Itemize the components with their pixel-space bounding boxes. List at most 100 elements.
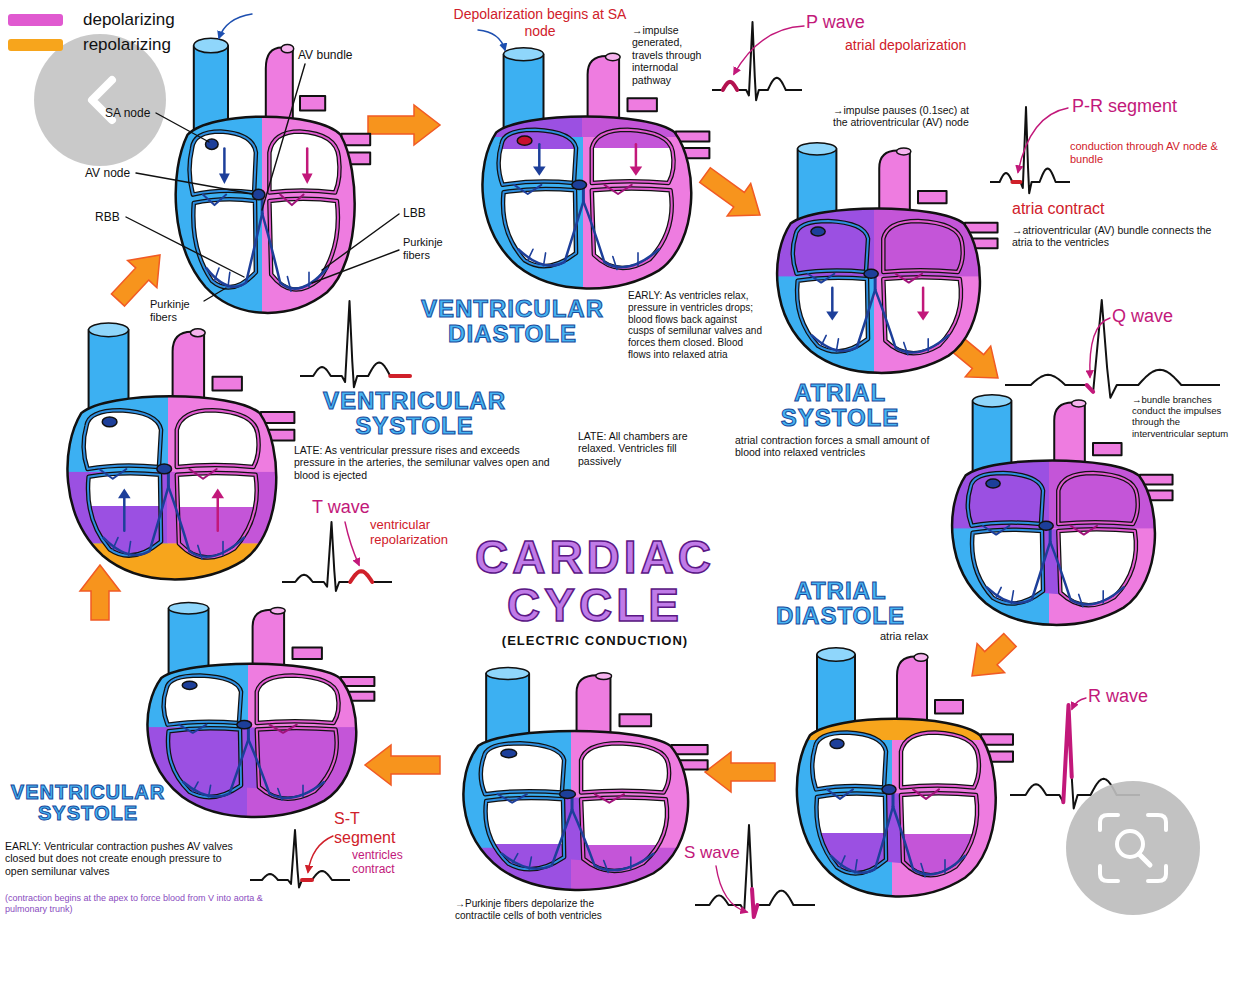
activity-region <box>785 712 1005 741</box>
impulse-arrow <box>478 30 505 50</box>
heart-outline <box>147 664 356 817</box>
vessel-opening <box>798 143 837 155</box>
impulse-arrow <box>219 14 252 38</box>
blood-flow-arrowhead <box>630 166 643 175</box>
heart-outline <box>797 719 996 897</box>
phase-heading: VENTRICULAR SYSTOLE <box>3 782 173 824</box>
diagram-title: CARDIAC CYCLE <box>430 533 760 629</box>
depolarizing-region <box>940 454 1164 529</box>
leader-line <box>322 214 399 270</box>
vessel-opening <box>914 654 928 662</box>
av-node <box>237 721 252 729</box>
left-bundle-branch <box>248 739 324 798</box>
left-bundle-branch <box>875 290 948 353</box>
heart-chamber <box>592 189 672 268</box>
vessel-opening <box>817 648 855 661</box>
leader-line <box>136 173 253 194</box>
av-valve <box>189 469 216 479</box>
left-bundle-branch <box>1050 542 1123 605</box>
wave-pointer <box>734 26 804 74</box>
legend-row: depolarizing <box>8 10 175 30</box>
flow-arrow <box>972 634 1016 677</box>
chamber-lining <box>481 743 564 794</box>
left-bundle-branch <box>572 810 653 871</box>
av-valve <box>269 725 296 733</box>
wave-pointer <box>1072 698 1086 709</box>
pulmonary-artery <box>628 98 657 111</box>
chamber-lining <box>164 675 241 724</box>
part-label: AV bundle <box>298 48 388 62</box>
flow-arrow <box>365 745 440 785</box>
part-label: RBB <box>95 210 135 224</box>
pulmonary-artery <box>1093 443 1122 455</box>
vessel-opening <box>169 602 209 613</box>
av-valve <box>808 274 835 283</box>
av-valve <box>497 794 526 803</box>
ecg-highlight <box>752 889 757 917</box>
vessel-opening <box>190 329 205 337</box>
vessel-opening <box>973 395 1012 407</box>
heart-outline <box>777 208 980 372</box>
blood-flow-arrow <box>306 148 309 175</box>
right-bundle-branch <box>518 201 583 265</box>
heart-chamber <box>177 410 259 467</box>
ecg-trace <box>695 825 815 917</box>
sa-node <box>830 739 844 749</box>
heart-chamber <box>177 473 257 558</box>
leader-line <box>204 288 226 301</box>
stage-note: atria contract <box>1012 200 1104 219</box>
left-bundle-branch <box>168 487 244 557</box>
heart-illustration <box>765 143 998 373</box>
sa-node <box>102 417 117 427</box>
blood-flow-arrowhead <box>533 166 546 175</box>
stage-note: →impulse generated, travels through inte… <box>632 24 712 86</box>
chamber-lining <box>901 732 979 787</box>
sa-node <box>811 227 825 236</box>
wave-label: Q wave <box>1112 306 1173 327</box>
flow-arrow <box>700 168 760 216</box>
heart-chamber <box>84 410 161 469</box>
blood-flow-arrow <box>223 148 226 175</box>
heart-chamber <box>193 199 256 287</box>
purkinje-fibers <box>215 268 310 291</box>
activity-region <box>940 454 1164 529</box>
heart-illustration <box>450 668 708 903</box>
leader-line <box>312 250 399 283</box>
chamber-lining <box>499 130 576 185</box>
wave-label: P-R segment <box>1072 96 1177 117</box>
vessel-opening <box>605 53 620 60</box>
vessel-opening <box>270 607 285 614</box>
search-handle <box>1139 854 1150 865</box>
pulmonary-artery <box>293 648 322 659</box>
av-node <box>1039 521 1053 530</box>
phase-heading: VENTRICULAR SYSTOLE <box>292 388 537 438</box>
blood-flow-arrow <box>217 496 220 530</box>
chamber-lining <box>168 728 241 797</box>
right-bundle-branch <box>502 810 572 869</box>
av-valve <box>514 185 541 194</box>
heart-chamber <box>581 743 669 792</box>
ecg-trace <box>1005 300 1220 398</box>
part-label: LBB <box>403 206 448 220</box>
wave-pointer <box>716 866 747 912</box>
vessel-opening <box>596 673 612 680</box>
av-valve <box>595 794 624 803</box>
chamber-lining <box>797 278 868 352</box>
av-valve <box>280 195 303 206</box>
blood-flow-arrow <box>831 288 834 314</box>
part-label: Purkinje fibers <box>403 236 465 262</box>
vessel-opening <box>281 44 294 52</box>
ecg-highlight <box>1063 705 1071 802</box>
activity-region <box>135 727 366 830</box>
chamber-lining <box>88 473 161 555</box>
phase-note: atria relax <box>880 630 928 643</box>
leader-line <box>156 113 209 142</box>
av-valve <box>203 195 226 206</box>
phase-heading: VENTRICULAR DIASTOLE <box>405 296 620 346</box>
ecg-highlight <box>723 82 737 90</box>
chamber-lining <box>793 221 868 274</box>
heart-outline <box>482 117 691 289</box>
ecg-highlight <box>1012 180 1020 184</box>
av-node <box>157 464 172 474</box>
stage-note: Depolarization begins at SA node <box>440 6 640 39</box>
